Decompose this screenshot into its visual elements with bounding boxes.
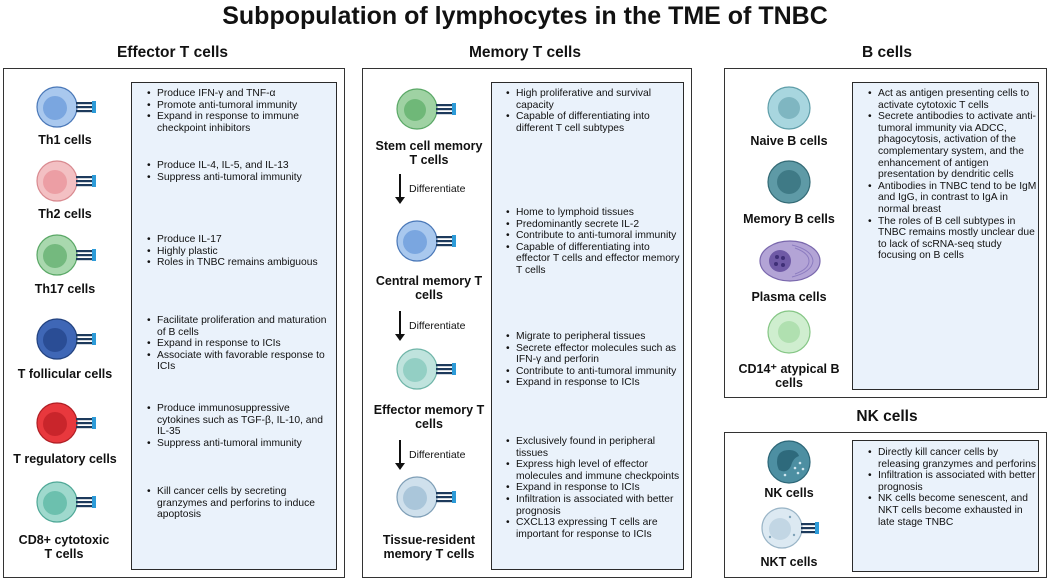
differentiate-label: Differentiate (409, 320, 466, 332)
bcells-panel (724, 68, 1047, 398)
tfh-label: T follicular cells (17, 367, 113, 381)
bullet-item: Highly plastic (147, 246, 335, 258)
cd14-b-label: CD14⁺ atypical B cells (738, 362, 840, 390)
bullet-item: Produce IFN-γ and TNF-α (147, 88, 335, 100)
th2-bullets: Produce IL-4, IL-5, and IL-13 Suppress a… (145, 160, 335, 183)
nkcells-panel (724, 432, 1047, 578)
bullet-item: Kill cancer cells by secreting granzymes… (147, 486, 335, 521)
bullet-item: Expand in response to immune checkpoint … (147, 111, 335, 134)
bcells-bullets: Act as antigen presenting cells to activ… (866, 88, 1038, 262)
nk-label: NK cells (764, 486, 814, 500)
bullet-item: Express high level of effector molecules… (506, 459, 682, 482)
plasma-label: Plasma cells (751, 290, 827, 304)
bullet-item: High proliferative and survival capacity (506, 88, 682, 111)
nkcells-section-title: NK cells (856, 408, 918, 425)
effector-panel (3, 68, 345, 578)
differentiate-arrow (396, 311, 404, 341)
bullet-item: Home to lymphoid tissues (506, 207, 682, 219)
cd14-b-cell-icon (767, 310, 811, 354)
th2-label: Th2 cells (38, 207, 92, 221)
bullet-item: Migrate to peripheral tissues (506, 331, 682, 343)
bullet-item: Capable of differentiating into differen… (506, 111, 682, 134)
rm-bullets: Exclusively found in peripheral tissues … (504, 436, 682, 540)
em-cell-icon (396, 348, 456, 390)
bullet-item: Secrete antibodies to activate anti-tumo… (868, 111, 1038, 181)
nkt-cell-icon (761, 507, 819, 549)
rm-label: Tissue-resident memory T cells (382, 533, 476, 561)
treg-label: T regulatory cells (13, 452, 117, 466)
memory-panel (362, 68, 692, 578)
nkt-label: NKT cells (760, 555, 818, 569)
bullet-item: Associate with favorable response to ICI… (147, 350, 335, 373)
bullet-item: Suppress anti-tumoral immunity (147, 172, 335, 184)
th1-cell-icon (36, 86, 96, 128)
nkcells-bullets: Directly kill cancer cells by releasing … (866, 447, 1038, 528)
th17-bullets: Produce IL-17 Highly plastic Roles in TN… (145, 234, 335, 269)
differentiate-arrow (396, 174, 404, 204)
bullet-item: Contribute to anti-tumoral immunity (506, 230, 682, 242)
em-bullets: Migrate to peripheral tissues Secrete ef… (504, 331, 682, 389)
differentiate-label: Differentiate (409, 183, 466, 195)
tfh-bullets: Facilitate proliferation and maturation … (145, 315, 335, 373)
em-label: Effector memory T cells (373, 403, 485, 431)
differentiate-arrow (396, 440, 404, 470)
th2-cell-icon (36, 160, 96, 202)
naive-b-cell-icon (767, 86, 811, 130)
cd8-cell-icon (36, 481, 96, 523)
plasma-cell-icon (759, 240, 821, 282)
bullet-item: CXCL13 expressing T cells are important … (506, 517, 682, 540)
bullet-item: Expand in response to ICIs (506, 482, 682, 494)
bullet-item: Produce IL-4, IL-5, and IL-13 (147, 160, 335, 172)
effector-section-title: Effector T cells (116, 44, 229, 61)
bullet-item: Infiltration is associated with better p… (868, 470, 1038, 493)
th1-label: Th1 cells (38, 133, 92, 147)
bullet-item: Infiltration is associated with better p… (506, 494, 682, 517)
cm-bullets: Home to lymphoid tissues Predominantly s… (504, 207, 682, 277)
bullet-item: NK cells become senescent, and NKT cells… (868, 493, 1038, 528)
bullet-item: Secrete effector molecules such as IFN-γ… (506, 343, 682, 366)
cd8-label: CD8+ cytotoxic T cells (18, 533, 110, 561)
bullet-item: Promote anti-tumoral immunity (147, 100, 335, 112)
cm-label: Central memory T cells (375, 274, 483, 302)
bullet-item: Contribute to anti-tumoral immunity (506, 366, 682, 378)
bullet-item: Act as antigen presenting cells to activ… (868, 88, 1038, 111)
rm-cell-icon (396, 476, 456, 518)
bullet-item: Antibodies in TNBC tend to be IgM and Ig… (868, 181, 1038, 216)
scm-bullets: High proliferative and survival capacity… (504, 88, 682, 134)
th17-label: Th17 cells (34, 282, 96, 296)
bullet-item: Expand in response to ICIs (506, 377, 682, 389)
scm-label: Stem cell memory T cells (375, 139, 483, 167)
bullet-item: Roles in TNBC remains ambiguous (147, 257, 335, 269)
th1-bullets: Produce IFN-γ and TNF-α Promote anti-tum… (145, 88, 335, 134)
bullet-item: Predominantly secrete IL-2 (506, 219, 682, 231)
bullet-item: Produce immunosuppressive cytokines such… (147, 403, 335, 438)
bullet-item: Directly kill cancer cells by releasing … (868, 447, 1038, 470)
tfh-cell-icon (36, 318, 96, 360)
bullet-item: The roles of B cell subtypes in TNBC rem… (868, 216, 1038, 262)
memory-b-cell-icon (767, 160, 811, 204)
scm-cell-icon (396, 88, 456, 130)
figure-title: Subpopulation of lymphocytes in the TME … (222, 2, 828, 30)
bcells-section-title: B cells (862, 44, 912, 61)
bullet-item: Expand in response to ICIs (147, 338, 335, 350)
bullet-item: Suppress anti-tumoral immunity (147, 438, 335, 450)
naive-b-label: Naive B cells (750, 134, 828, 148)
memory-section-title: Memory T cells (469, 44, 581, 61)
bullet-item: Facilitate proliferation and maturation … (147, 315, 335, 338)
treg-bullets: Produce immunosuppressive cytokines such… (145, 403, 335, 449)
differentiate-label: Differentiate (409, 449, 466, 461)
th17-cell-icon (36, 234, 96, 276)
memory-b-label: Memory B cells (743, 212, 835, 226)
bullet-item: Exclusively found in peripheral tissues (506, 436, 682, 459)
nk-cell-icon (767, 440, 811, 484)
treg-cell-icon (36, 402, 96, 444)
bullet-item: Produce IL-17 (147, 234, 335, 246)
cd8-bullets: Kill cancer cells by secreting granzymes… (145, 486, 335, 521)
cm-cell-icon (396, 220, 456, 262)
bullet-item: Capable of differentiating into effector… (506, 242, 682, 277)
